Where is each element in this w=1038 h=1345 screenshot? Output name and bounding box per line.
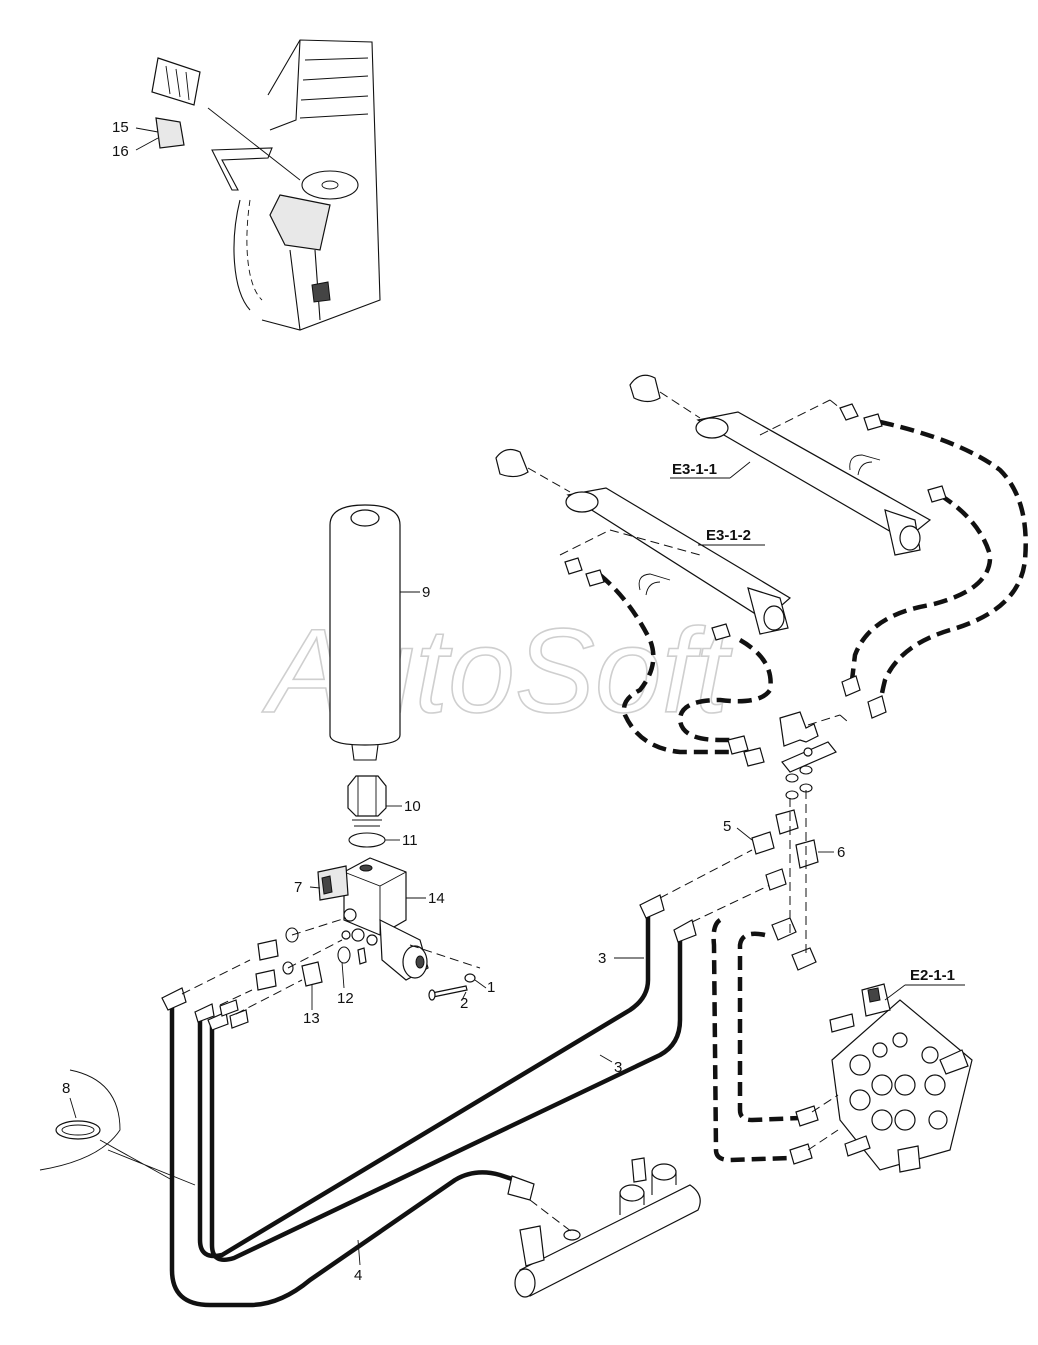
steering-manifold-tube <box>514 1157 701 1298</box>
steering-cylinder-e3-1-2 <box>495 448 792 635</box>
callout-16: 16 <box>112 143 129 160</box>
callout-12: 12 <box>337 990 354 1007</box>
cab-inset <box>151 39 381 331</box>
ref-e3-1-2: E3-1-2 <box>706 527 751 544</box>
adapter-fitting <box>347 775 387 827</box>
valve-block <box>317 857 429 981</box>
callout-6: 6 <box>837 844 845 861</box>
callout-3-lower: 3 <box>614 1059 622 1076</box>
callout-8: 8 <box>62 1080 70 1097</box>
port-fittings <box>255 927 367 991</box>
hoses-lower <box>161 894 697 1308</box>
ref-e2-1-1: E2-1-1 <box>910 967 955 984</box>
hoses-cylinder <box>564 403 1028 1165</box>
callout-4: 4 <box>354 1267 362 1284</box>
tee-fittings <box>751 711 837 891</box>
control-valve-e2-1-1 <box>829 983 973 1173</box>
callout-1: 1 <box>487 979 495 996</box>
mounting-bolt <box>428 973 476 1001</box>
callout-5: 5 <box>723 818 731 835</box>
callout-13: 13 <box>303 1010 320 1027</box>
callout-15: 15 <box>112 119 129 136</box>
callout-14: 14 <box>428 890 445 907</box>
o-ring <box>348 832 386 848</box>
callout-11: 11 <box>402 832 418 849</box>
callout-7: 7 <box>294 879 302 896</box>
callout-3-upper: 3 <box>598 950 606 967</box>
hose-clamp <box>39 1069 196 1186</box>
callout-10: 10 <box>404 798 421 815</box>
accumulator <box>329 504 401 761</box>
callout-9: 9 <box>422 584 430 601</box>
ref-e3-1-1: E3-1-1 <box>672 461 717 478</box>
steering-cylinder-e3-1-1 <box>629 374 932 556</box>
callout-2: 2 <box>460 995 468 1012</box>
